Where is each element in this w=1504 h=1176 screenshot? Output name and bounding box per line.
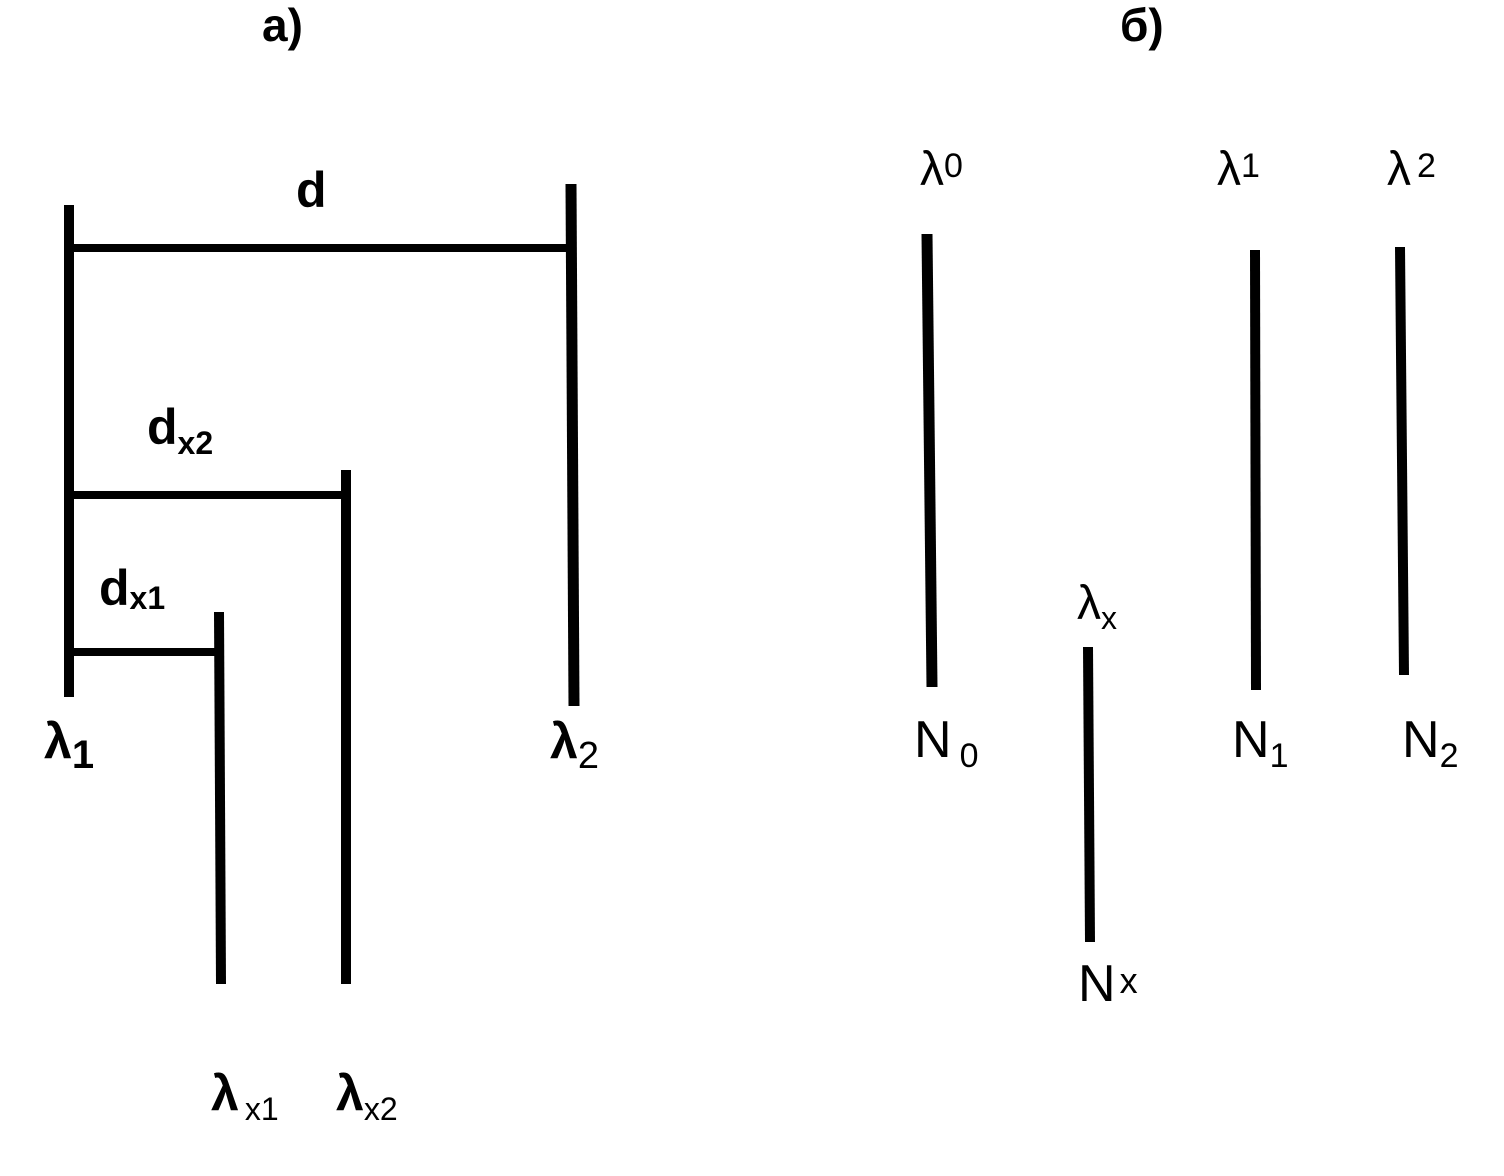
label-N1-main: N	[1232, 711, 1270, 769]
label-lambda2-b-main: λ	[1387, 143, 1411, 196]
label-N0-sub: 0	[959, 737, 979, 775]
label-Nx-sub: x	[1119, 960, 1138, 1001]
label-N2: N2	[1402, 711, 1458, 773]
line-lambda2	[565, 183, 580, 707]
label-lambdax1-main: λ	[211, 1065, 239, 1121]
label-lambda2-main: λ	[550, 713, 578, 769]
label-dx1-sub: x1	[129, 580, 166, 616]
label-lambda0-sub: 0	[944, 147, 963, 185]
label-N2-main: N	[1402, 711, 1440, 769]
label-N2-sub: 2	[1439, 737, 1459, 775]
label-dx2-sub: x2	[177, 425, 214, 461]
label-lambdax2-main: λ	[336, 1065, 364, 1121]
line-lambda2-b	[1395, 246, 1409, 676]
line-lambdax	[1083, 646, 1095, 943]
label-dx1: dx1	[99, 560, 166, 616]
label-N0-main: N	[914, 711, 952, 769]
label-lambdax2-sub: x2	[363, 1091, 398, 1127]
label-lambdax-sub: x	[1101, 600, 1117, 636]
line-lambda1-b	[1250, 249, 1261, 691]
label-lambdax1-sub: x1	[244, 1091, 279, 1127]
label-lambda1-b-sub: 1	[1241, 147, 1260, 185]
label-dx2-main: d	[147, 399, 178, 455]
line-lambda0	[921, 233, 938, 688]
label-N1: N1	[1232, 711, 1288, 773]
line-lambdax1	[214, 611, 226, 985]
label-lambda2-b-sub: 2	[1417, 147, 1436, 185]
label-lambda1-main: λ	[44, 713, 72, 769]
label-lambda0-main: λ	[920, 143, 944, 196]
label-lambdax-main: λ	[1077, 577, 1101, 630]
panel-b-caption: б)	[1120, 0, 1164, 51]
label-lambda2: λ2	[550, 713, 599, 775]
label-lambdax: λx	[1077, 577, 1117, 635]
label-lambda0: λ0	[920, 146, 963, 194]
label-dx1-main: d	[99, 560, 130, 616]
panel-a-caption: а)	[262, 0, 303, 51]
label-lambda1: λ1	[44, 713, 94, 775]
label-lambda1-b-main: λ	[1217, 143, 1241, 196]
label-N1-sub: 1	[1269, 737, 1289, 775]
label-lambdax2: λx2	[336, 1065, 398, 1125]
label-lambda2-sub: 2	[577, 735, 599, 777]
label-dx2: dx2	[147, 399, 213, 459]
label-d: d	[296, 162, 327, 218]
label-Nx-main: N	[1078, 955, 1116, 1013]
label-lambda1-b: λ1	[1217, 146, 1260, 194]
label-lambda1-sub: 1	[71, 733, 95, 777]
